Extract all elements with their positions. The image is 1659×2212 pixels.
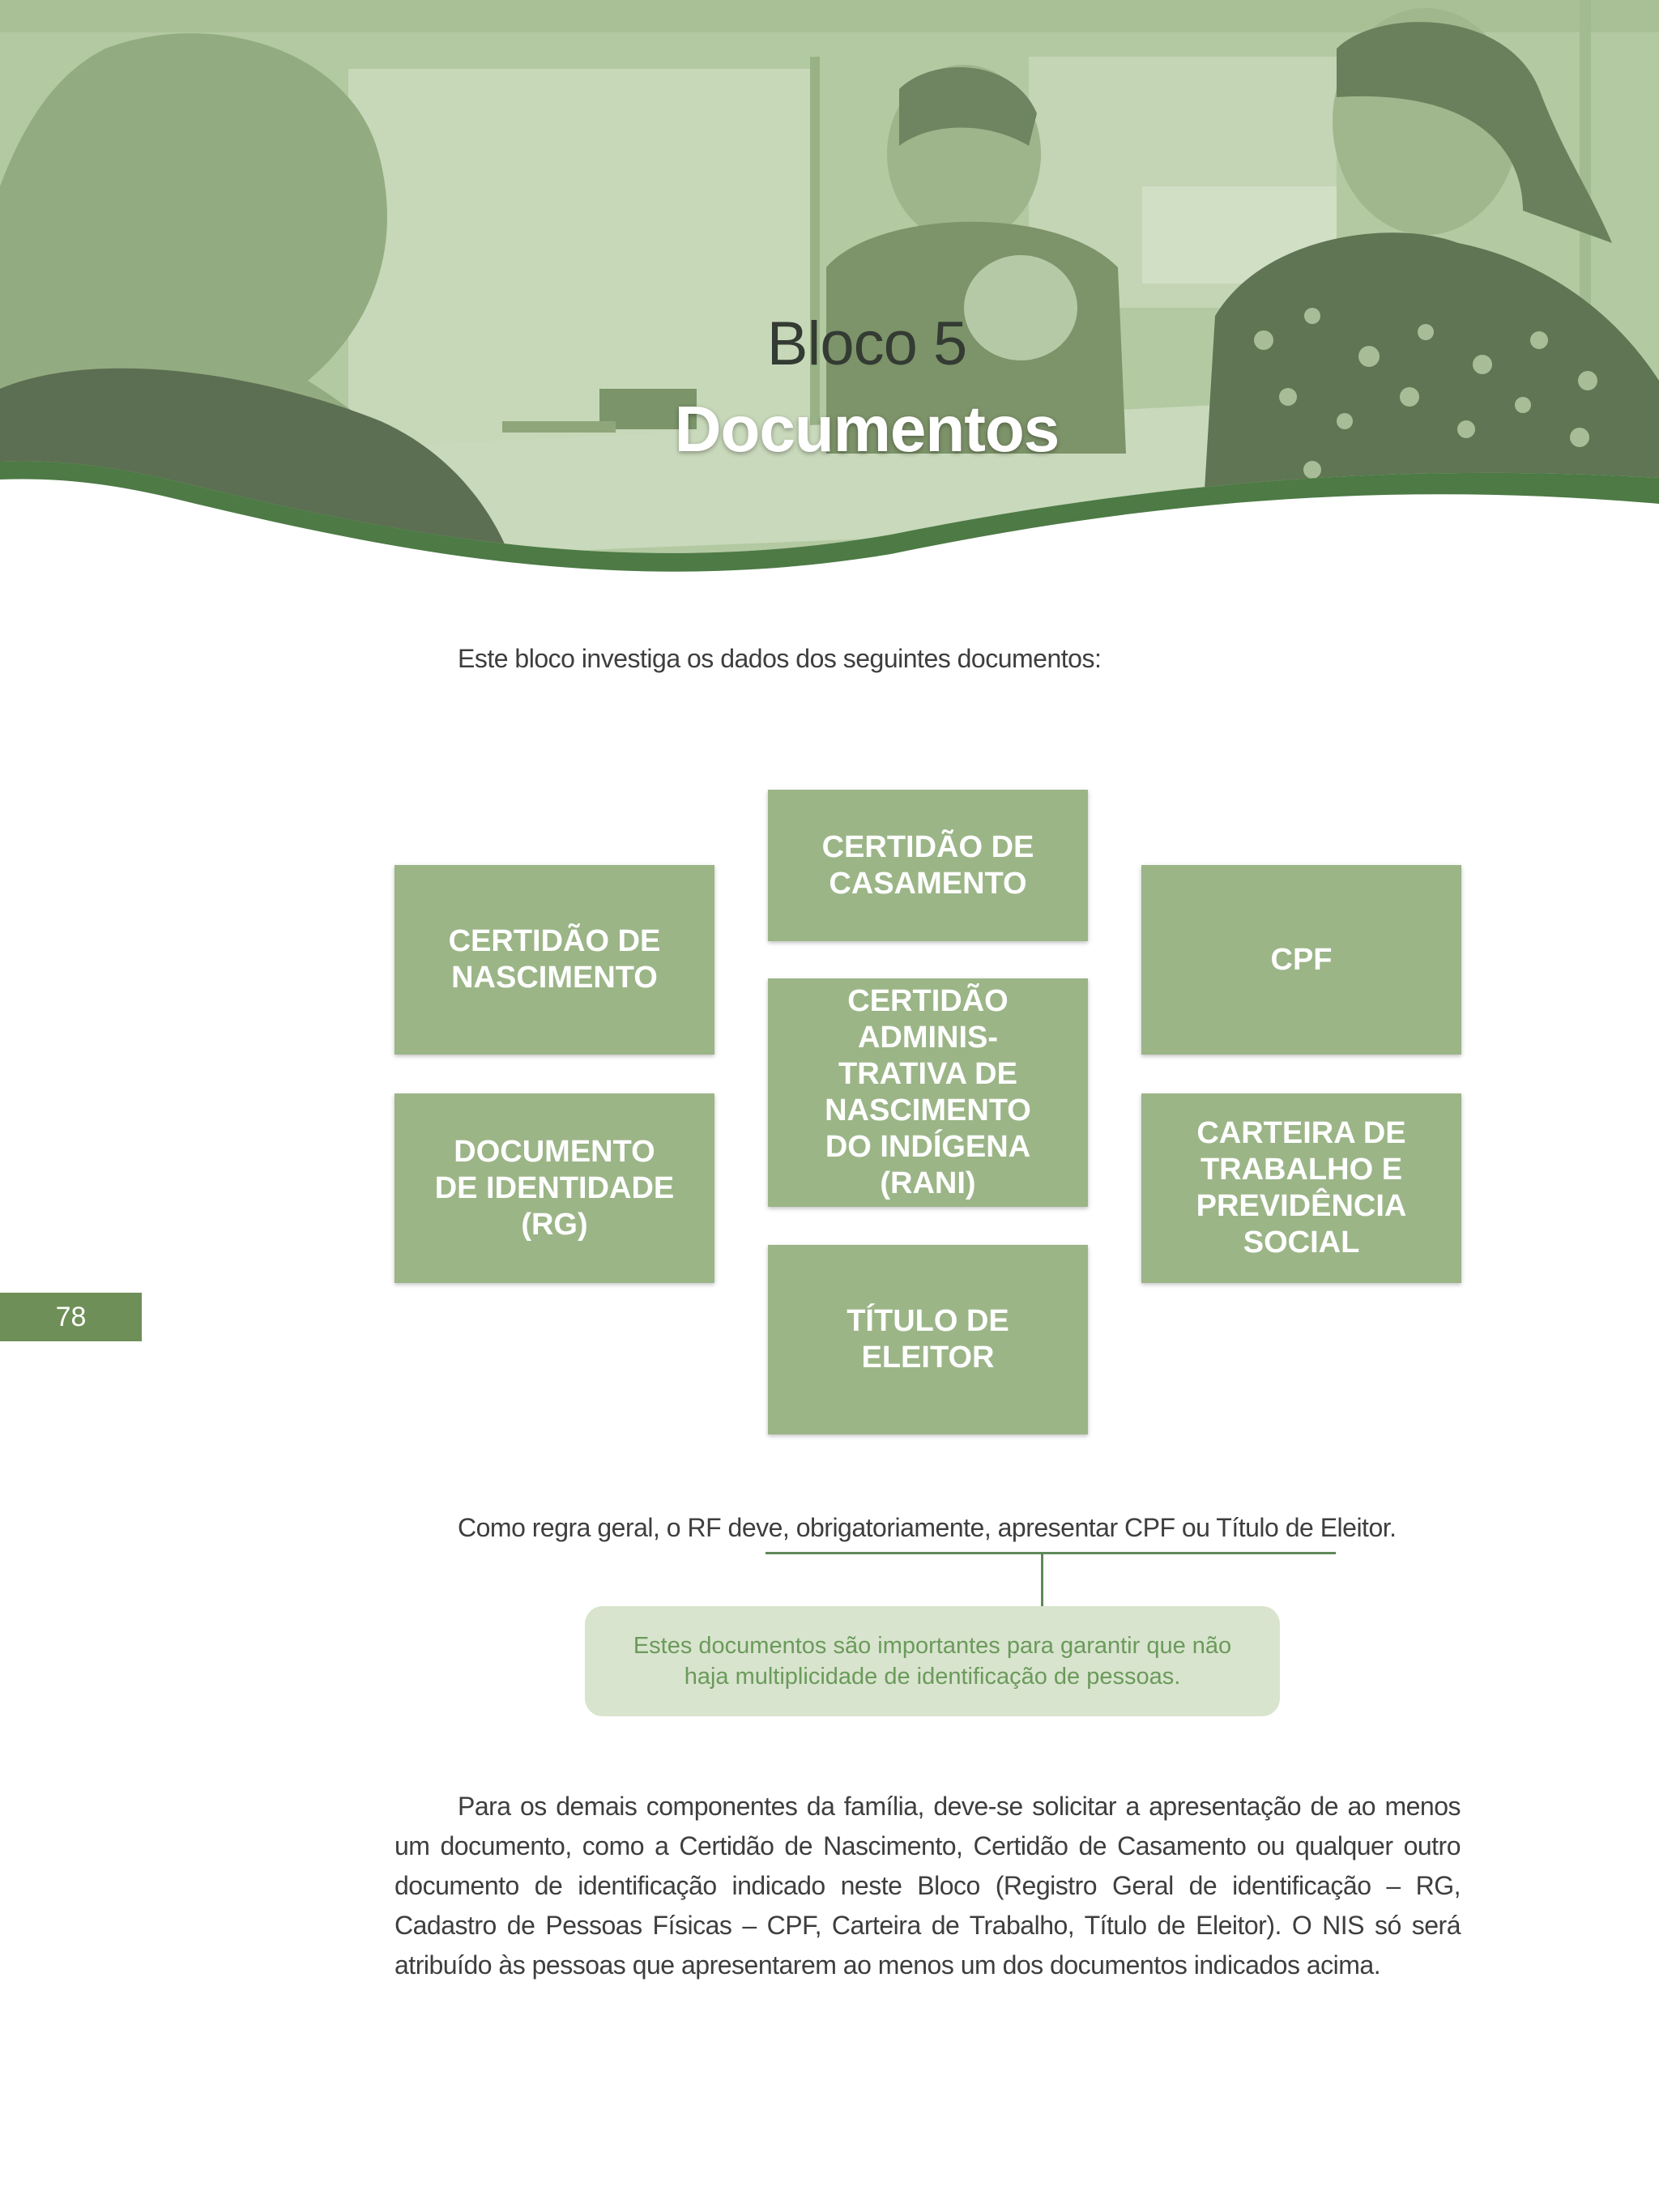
block-label: Bloco 5 bbox=[766, 309, 968, 378]
rule-text: Como regra geral, o RF deve, obrigatoria… bbox=[458, 1513, 1397, 1542]
banner-photo-illustration bbox=[0, 0, 1659, 572]
doc-box-certidao-nascimento: CERTIDÃO DE NASCIMENTO bbox=[394, 865, 714, 1055]
rule-underline bbox=[766, 1552, 1336, 1554]
header-banner: Bloco 5 Documentos bbox=[0, 0, 1659, 583]
intro-text: Este bloco investiga os dados dos seguin… bbox=[458, 644, 1102, 673]
doc-box-certidao-casamento: CERTIDÃO DE CASAMENTO bbox=[768, 790, 1088, 941]
note-callout: Estes documentos são importantes para ga… bbox=[585, 1606, 1280, 1716]
callout-connector bbox=[1041, 1554, 1043, 1607]
doc-box-cpf: CPF bbox=[1141, 865, 1461, 1055]
note-text: Estes documentos são importantes para ga… bbox=[633, 1633, 1232, 1690]
title-block: Bloco 5 Documentos bbox=[0, 304, 1659, 474]
block-title: Documentos bbox=[674, 393, 1060, 465]
doc-box-rani: CERTIDÃO ADMINIS- TRATIVA DE NASCIMENTO … bbox=[768, 978, 1088, 1207]
doc-box-rg: DOCUMENTO DE IDENTIDADE (RG) bbox=[394, 1093, 714, 1283]
body-paragraph: Para os demais componentes da família, d… bbox=[394, 1792, 1461, 1980]
doc-box-titulo-eleitor: TÍTULO DE ELEITOR bbox=[768, 1245, 1088, 1434]
doc-box-ctps: CARTEIRA DE TRABALHO E PREVIDÊNCIA SOCIA… bbox=[1141, 1093, 1461, 1283]
page-number: 78 bbox=[0, 1293, 142, 1341]
banner-wave bbox=[0, 461, 1659, 572]
